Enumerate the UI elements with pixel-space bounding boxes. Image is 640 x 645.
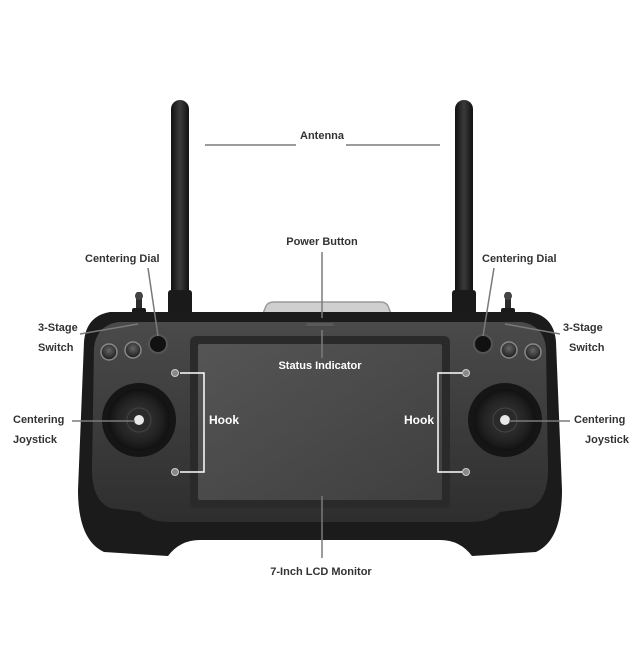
button-left-2 (124, 341, 142, 359)
centering-joystick-left-label-line1: Centering (13, 414, 65, 426)
button-right-1 (500, 341, 518, 359)
centering-joystick-right-label-line2: Joystick (585, 434, 630, 446)
centering-joystick-left-label-line2: Joystick (13, 434, 58, 446)
hook-brackets (180, 372, 462, 473)
hook-right-label: Hook (404, 413, 434, 427)
joystick-left-icon (102, 383, 176, 457)
antenna-left-icon (168, 100, 192, 316)
dial-right-icon (473, 334, 493, 354)
dial-left-icon (148, 334, 168, 354)
lcd-screen (198, 344, 442, 500)
three-stage-switch-right-label-line1: 3-Stage (563, 322, 603, 334)
power-button-label: Power Button (286, 236, 358, 248)
status-indicator-light (306, 323, 334, 326)
centering-dial-right-label: Centering Dial (482, 253, 557, 265)
hook-left-label: Hook (209, 413, 239, 427)
three-stage-switch-left-label-line1: 3-Stage (38, 322, 78, 334)
button-right-2 (524, 343, 542, 361)
three-stage-switch-right-label-line2: Switch (569, 342, 605, 354)
status-indicator-label: Status Indicator (278, 360, 362, 372)
three-stage-switch-left-label-line2: Switch (38, 342, 74, 354)
joystick-right-icon (468, 383, 542, 457)
centering-dial-left-label: Centering Dial (85, 253, 160, 265)
centering-joystick-right-label-line1: Centering (574, 414, 626, 426)
leader-lines (72, 144, 570, 558)
button-left-1 (100, 343, 118, 361)
hook-screws (171, 369, 470, 476)
lcd-monitor-label: 7-Inch LCD Monitor (270, 566, 372, 578)
toggle-switch-right-icon (501, 292, 515, 316)
antenna-right-icon (452, 100, 476, 316)
antenna-label: Antenna (300, 130, 344, 142)
